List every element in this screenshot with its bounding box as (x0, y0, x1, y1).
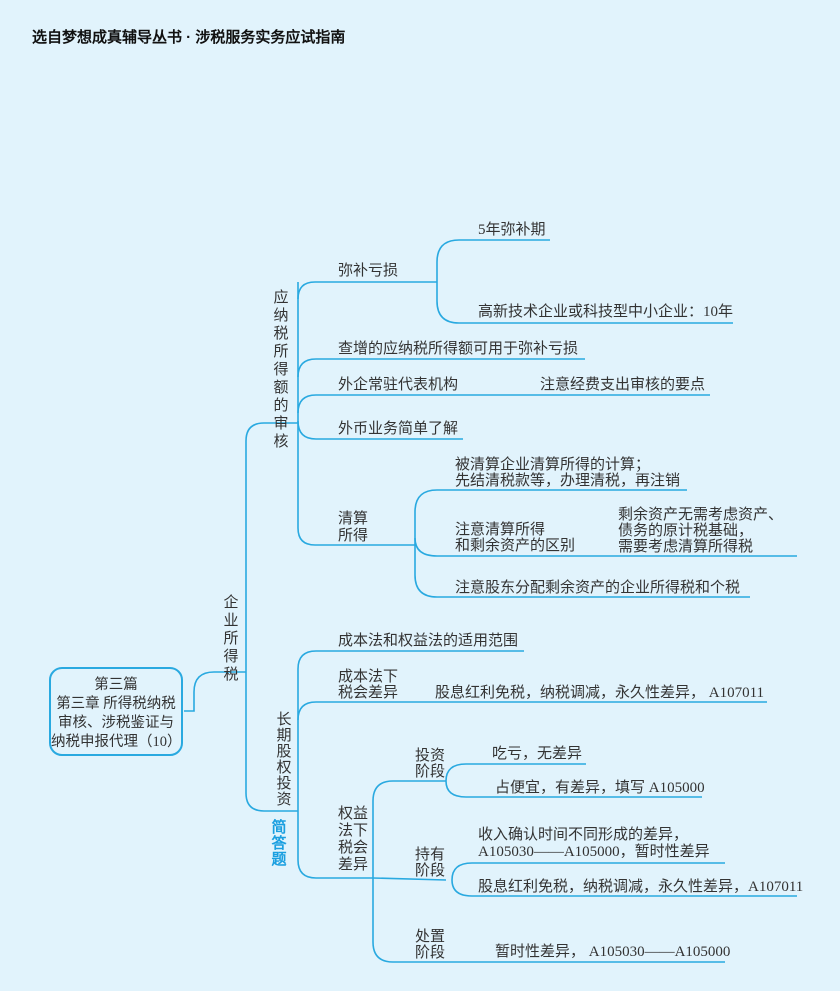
node-scope: 成本法和权益法的适用范围 (338, 633, 519, 649)
equity-label: 长期股权投资 (276, 712, 292, 808)
node-rep-office: 外企常驻代表机构 (338, 377, 459, 393)
connector-review-trunk (297, 282, 415, 546)
node-foreign-currency: 外币业务简单了解 (338, 421, 459, 437)
node-liquidation: 清算 (338, 511, 369, 527)
page-header-title: 选自梦想成真辅导丛书 · 涉税服务实务应试指南 (32, 29, 346, 46)
node-cost: 成本法下 (338, 669, 399, 685)
connector (297, 358, 585, 378)
node-hold: 持有 (415, 847, 446, 863)
branch-label: 企业所得税 (223, 595, 239, 683)
node-cost: 税会差异 (338, 685, 399, 701)
node-liquidation: 所得 (338, 528, 369, 544)
node-hold-item: A105030——A105000，暂时性差异 (478, 844, 710, 860)
node-dispose: 处置 (415, 929, 446, 945)
connector (436, 239, 733, 324)
node-liq-diff-note: 需要考虑清算所得税 (618, 539, 754, 555)
node-hold-item: 股息红利免税，纳税调减，永久性差异，A107011 (478, 879, 804, 895)
review-label: 应纳税所得额的审核 (273, 290, 289, 450)
node-liq-calc: 被清算企业清算所得的计算； (455, 457, 651, 473)
node-equity-method: 权益法下税会差异 (337, 806, 368, 873)
connector (297, 420, 463, 440)
node-rep-office-note: 注意经费支出审核的要点 (540, 377, 706, 393)
node-dispose: 阶段 (415, 945, 446, 961)
node-invest: 投资 (415, 748, 446, 764)
short-answer-badge: 简答题 (271, 819, 287, 868)
node-cost-note: 股息红利免税，纳税调减，永久性差异， A107011 (435, 685, 765, 701)
node-liq-shareholder: 注意股东分配剩余资产的企业所得税和个税 (455, 580, 741, 596)
node-loss-hitech: 高新技术企业或科技型中小企业：10年 (478, 304, 734, 320)
connector (414, 537, 797, 557)
node-audit-increase: 查增的应纳税所得额可用于弥补亏损 (338, 341, 579, 357)
node-liq-diff-note: 剩余资产无需考虑资产、 (618, 507, 784, 523)
node-liq-diff: 注意清算所得 (455, 522, 546, 538)
node-invest-item: 吃亏，无差异 (492, 746, 583, 762)
root-node: 第三篇 第三章 所得税纳税 审核、涉税鉴证与 纳税申报代理（10） (49, 667, 183, 756)
node-dispose-item: 暂时性差异， A105030——A105000 (495, 944, 731, 960)
node-hold-item: 收入确认时间不同形成的差异， (478, 827, 689, 843)
root-line: 审核、涉税鉴证与 (58, 715, 174, 731)
node-liq-diff-note: 债务的原计税基础， (618, 523, 754, 539)
root-line: 第三篇 (94, 677, 138, 693)
connector (297, 701, 767, 721)
connector-main-trunk (245, 422, 298, 812)
connector (297, 394, 710, 414)
node-loss: 弥补亏损 (338, 263, 399, 279)
node-hold: 阶段 (415, 863, 446, 879)
node-invest: 阶段 (415, 764, 446, 780)
root-line: 第三章 所得税纳税 (56, 696, 176, 712)
connector (451, 862, 797, 897)
connector-equity-trunk (297, 650, 524, 879)
connector (372, 780, 725, 963)
connector (445, 763, 702, 798)
node-invest-item: 占便宜，有差异，填写 A105000 (495, 780, 705, 796)
connector-root (184, 671, 246, 712)
connector (372, 877, 447, 881)
root-line: 纳税申报代理（10） (51, 734, 182, 750)
node-loss-5yr: 5年弥补期 (478, 222, 546, 238)
node-liq-diff: 和剩余资产的区别 (455, 538, 576, 554)
connector (297, 281, 437, 300)
node-liq-calc: 先结清税款等，办理清税，再注销 (455, 473, 681, 489)
